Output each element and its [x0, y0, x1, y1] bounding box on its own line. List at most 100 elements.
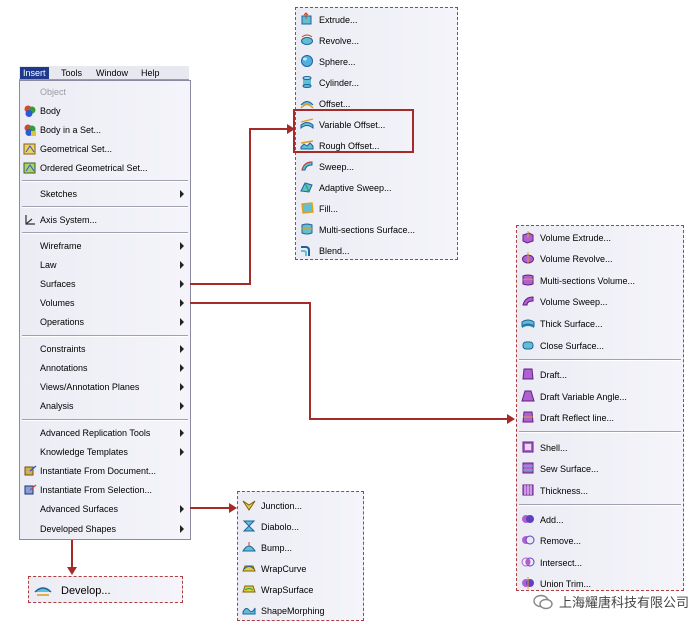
menu-item-instantiate-from-document[interactable]: Instantiate From Document...	[20, 463, 190, 479]
menu-item-knowledge-templates[interactable]: Knowledge Templates	[20, 444, 190, 460]
menu-item-ordered-geometrical-set[interactable]: Ordered Geometrical Set...	[20, 160, 190, 176]
menu-item-instantiate-from-selection[interactable]: Instantiate From Selection...	[20, 482, 190, 498]
adv-item-diabolo[interactable]: Diabolo...	[238, 516, 363, 537]
menu-item-advanced-replication-tools[interactable]: Advanced Replication Tools	[20, 425, 190, 441]
volumes-item-union-trim[interactable]: Union Trim...	[517, 573, 683, 594]
menu-item-sketches[interactable]: Sketches	[20, 186, 190, 202]
surfaces-item-sweep[interactable]: Sweep...	[296, 156, 457, 177]
menu-item-geometrical-set[interactable]: Geometrical Set...	[20, 141, 190, 157]
connector-surfaces	[249, 128, 289, 130]
highlight-box	[293, 109, 414, 153]
volumes-submenu: Volume Extrude... Volume Revolve... Mult…	[516, 225, 684, 591]
volumes-item-intersect[interactable]: Intersect...	[517, 552, 683, 573]
volumes-item-draft-variable-angle[interactable]: Draft Variable Angle...	[517, 386, 683, 407]
surfaces-item-sphere[interactable]: Sphere...	[296, 51, 457, 72]
menu-item-advanced-surfaces[interactable]: Advanced Surfaces	[20, 501, 190, 517]
volumes-item-thick-surface[interactable]: Thick Surface...	[517, 313, 683, 334]
surfaces-item-offset[interactable]: Offset...	[296, 93, 457, 114]
develop-icon	[34, 587, 52, 596]
menu-item-body-in-set[interactable]: Body in a Set...	[20, 122, 190, 138]
menu-item-operations[interactable]: Operations	[20, 314, 190, 330]
connector-advanced-surfaces	[190, 507, 230, 509]
volumes-item-close-surface[interactable]: Close Surface...	[517, 335, 683, 356]
wechat-icon	[533, 594, 553, 610]
volumes-item-multi-sections-volume[interactable]: Multi-sections Volume...	[517, 270, 683, 291]
union-trim-icon	[522, 577, 534, 589]
ordered-geometrical-set-icon	[23, 162, 36, 174]
revolve-icon	[301, 34, 313, 45]
submenu-arrow-icon	[180, 525, 184, 533]
menu-item-surfaces[interactable]: Surfaces	[20, 276, 190, 292]
connector-arrowhead	[507, 414, 515, 424]
volumes-item-thickness[interactable]: Thickness...	[517, 480, 683, 501]
separator	[519, 431, 681, 433]
draft-variable-angle-icon	[521, 390, 535, 402]
menu-tools[interactable]: Tools	[61, 68, 83, 78]
menu-item-body[interactable]: Body	[20, 103, 190, 119]
connector-arrowhead	[229, 503, 237, 513]
volumes-item-draft-reflect-line[interactable]: Draft Reflect line...	[517, 407, 683, 428]
menu-window[interactable]: Window	[96, 68, 129, 78]
menu-item-constraints[interactable]: Constraints	[20, 341, 190, 357]
submenu-arrow-icon	[180, 402, 184, 410]
surfaces-item-multi-sections-surface[interactable]: Multi-sections Surface...	[296, 219, 457, 240]
surfaces-item-revolve[interactable]: Revolve...	[296, 30, 457, 51]
submenu-arrow-icon	[180, 448, 184, 456]
volume-extrude-icon	[522, 231, 534, 244]
separator	[22, 335, 188, 337]
rough-offset-icon	[300, 140, 314, 150]
separator	[22, 206, 188, 208]
menu-item-analysis[interactable]: Analysis	[20, 398, 190, 414]
axis-system-icon	[25, 215, 35, 225]
surfaces-item-blend[interactable]: Blend...	[296, 240, 457, 261]
connector-volumes	[190, 302, 311, 304]
volumes-item-volume-revolve[interactable]: Volume Revolve...	[517, 248, 683, 269]
adv-item-junction[interactable]: Junction...	[238, 495, 363, 516]
menu-item-wireframe[interactable]: Wireframe	[20, 238, 190, 254]
add-icon	[522, 515, 534, 523]
menu-item-annotations[interactable]: Annotations	[20, 360, 190, 376]
connector-arrowhead	[67, 567, 77, 575]
adv-item-shapemorphing[interactable]: ShapeMorphing	[238, 600, 363, 621]
menu-item-views-annotation-planes[interactable]: Views/Annotation Planes	[20, 379, 190, 395]
surfaces-item-variable-offset[interactable]: Variable Offset...	[296, 114, 457, 135]
volumes-item-volume-sweep[interactable]: Volume Sweep...	[517, 291, 683, 312]
watermark-text: 上海耀唐科技有限公司	[558, 596, 689, 611]
surfaces-item-rough-offset[interactable]: Rough Offset...	[296, 135, 457, 156]
surfaces-item-fill[interactable]: Fill...	[296, 198, 457, 219]
menu-item-axis-system[interactable]: Axis System...	[20, 212, 190, 228]
develop-item[interactable]: Develop...	[29, 582, 182, 599]
blend-icon	[301, 246, 310, 256]
volumes-item-draft[interactable]: Draft...	[517, 364, 683, 385]
menu-insert[interactable]: Insert	[20, 67, 49, 79]
menu-item-law[interactable]: Law	[20, 257, 190, 273]
developed-shapes-submenu: Develop...	[28, 576, 183, 603]
adv-item-wrapsurface[interactable]: WrapSurface	[238, 579, 363, 600]
surfaces-item-extrude[interactable]: Extrude...	[296, 9, 457, 30]
adv-item-bump[interactable]: Bump...	[238, 537, 363, 558]
remove-icon	[522, 535, 535, 545]
offset-icon	[300, 101, 314, 109]
surfaces-item-adaptive-sweep[interactable]: Adaptive Sweep...	[296, 177, 457, 198]
diabolo-icon	[242, 520, 256, 532]
extrude-icon	[301, 12, 312, 25]
volumes-item-sew-surface[interactable]: Sew Surface...	[517, 458, 683, 479]
multi-sections-surface-icon	[301, 223, 313, 235]
volumes-item-add[interactable]: Add...	[517, 509, 683, 530]
adv-item-wrapcurve[interactable]: WrapCurve	[238, 558, 363, 579]
volume-revolve-icon	[522, 252, 534, 264]
volumes-item-remove[interactable]: Remove...	[517, 530, 683, 551]
volumes-item-shell[interactable]: Shell...	[517, 437, 683, 458]
surfaces-item-cylinder[interactable]: Cylinder...	[296, 72, 457, 93]
draft-reflect-line-icon	[522, 411, 534, 423]
shapemorphing-icon	[242, 607, 256, 615]
volumes-item-volume-extrude[interactable]: Volume Extrude...	[517, 227, 683, 248]
menu-help[interactable]: Help	[141, 68, 160, 78]
draft-icon	[522, 368, 534, 380]
connector-surfaces	[249, 128, 251, 285]
adaptive-sweep-icon	[300, 182, 313, 193]
sphere-icon	[301, 55, 313, 67]
menu-item-developed-shapes[interactable]: Developed Shapes	[20, 521, 190, 537]
surfaces-submenu: Extrude... Revolve... Sphere... Cylinder…	[295, 7, 458, 260]
menu-item-volumes[interactable]: Volumes	[20, 295, 190, 311]
